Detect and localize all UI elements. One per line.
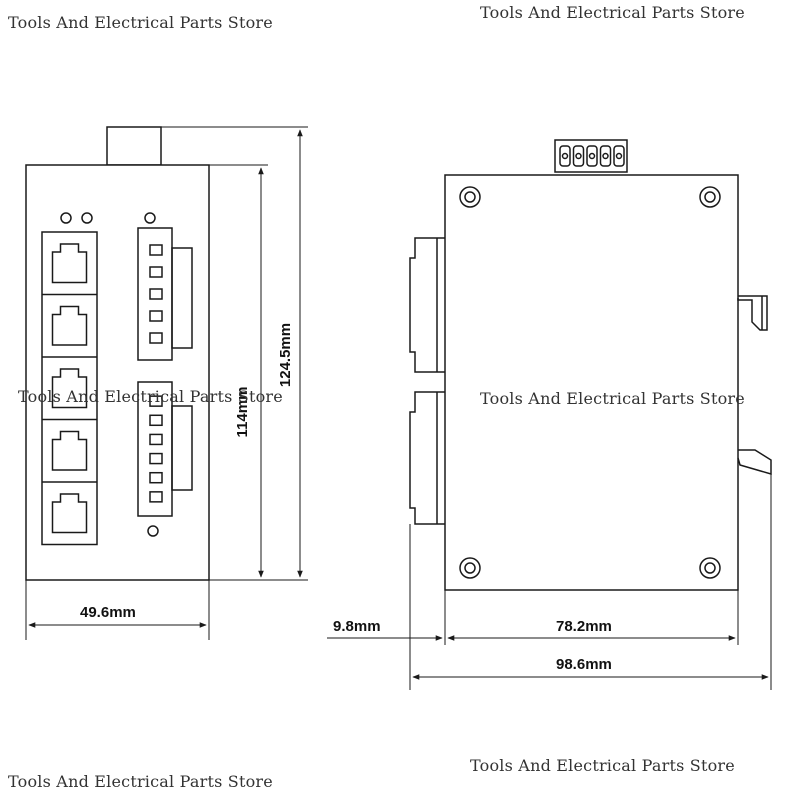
front-dimensions (25, 126, 308, 640)
terminal-pin (149, 310, 163, 322)
dim-label-side-body-width: 78.2mm (556, 618, 612, 635)
side-view (409, 139, 772, 591)
watermark-text: Tools And Electrical Parts Store (8, 772, 273, 791)
side-housing (444, 174, 739, 591)
watermark-text: Tools And Electrical Parts Store (480, 3, 745, 22)
screw-inner (464, 191, 476, 203)
screw-outer (459, 557, 481, 579)
rj45-port (51, 368, 88, 409)
watermark-text: Tools And Electrical Parts Store (18, 387, 283, 406)
watermark-text: Tools And Electrical Parts Store (8, 13, 273, 32)
rj45-port-outline (51, 243, 88, 284)
connector-pin-dot (588, 152, 596, 160)
screw-outer (459, 186, 481, 208)
watermark-text: Tools And Electrical Parts Store (480, 389, 745, 408)
connector-pin (559, 145, 571, 167)
watermark-text: Tools And Electrical Parts Store (470, 756, 735, 775)
rj45-port (51, 493, 88, 534)
screw-inner (464, 562, 476, 574)
terminal-pin (149, 395, 163, 407)
terminal-block-tab (171, 247, 193, 349)
terminal-pin (149, 414, 163, 427)
mounting-screw (459, 186, 481, 208)
terminal-pin (149, 471, 163, 484)
terminal-block-top (137, 227, 193, 361)
rj45-port (51, 243, 88, 284)
terminal-screw-hole (147, 525, 159, 537)
connector-pin-dot (575, 152, 582, 160)
dim-label-total-height: 124.5mm (277, 323, 294, 387)
led-indicator (144, 212, 156, 224)
rj45-port-outline (51, 305, 88, 346)
din-rail-clip (737, 295, 772, 475)
side-connector-pins (559, 145, 625, 167)
mounting-screw (459, 557, 481, 579)
front-top-connector (106, 126, 162, 166)
screw-outer (699, 186, 721, 208)
connector-pin (586, 145, 598, 167)
rj45-port-column (41, 231, 98, 546)
terminal-pin (149, 491, 163, 503)
side-connector-profile-upper (409, 237, 445, 373)
connector-pin (572, 145, 585, 167)
screw-inner (704, 562, 716, 574)
side-connector-profile-lower (409, 391, 445, 525)
rj45-port (51, 305, 88, 346)
rj45-port-outline (51, 368, 88, 409)
terminal-block-tab (171, 405, 193, 491)
mounting-screw (699, 557, 721, 579)
front-view (25, 126, 210, 581)
rj45-port (51, 430, 88, 471)
screw-inner (704, 191, 716, 203)
connector-pin-dot (602, 152, 609, 160)
dim-label-front-width: 49.6mm (80, 604, 136, 621)
led-indicator (60, 212, 72, 224)
connector-pin (613, 145, 625, 167)
terminal-pin (149, 266, 163, 278)
dim-label-side-offset: 9.8mm (333, 618, 381, 635)
connector-pin (599, 145, 612, 167)
terminal-pin (149, 288, 163, 300)
dim-label-side-total-width: 98.6mm (556, 656, 612, 673)
screw-outer (699, 557, 721, 579)
connector-pin-dot (561, 152, 569, 160)
terminal-pin (149, 244, 163, 256)
terminal-pin (149, 332, 163, 344)
side-dimensions (327, 474, 772, 690)
rj45-port-outline (51, 430, 88, 471)
rj45-column-frame (41, 231, 98, 546)
terminal-block-bottom (137, 381, 193, 517)
front-housing (25, 164, 210, 581)
rj45-port-outline (51, 493, 88, 534)
mounting-screw (699, 186, 721, 208)
terminal-pin (149, 433, 163, 446)
mounting-screws (459, 186, 721, 579)
led-indicator (81, 212, 93, 224)
dim-label-inner-height: 114mm (234, 387, 251, 438)
connector-pin-dot (615, 152, 623, 160)
terminal-pin (149, 452, 163, 465)
